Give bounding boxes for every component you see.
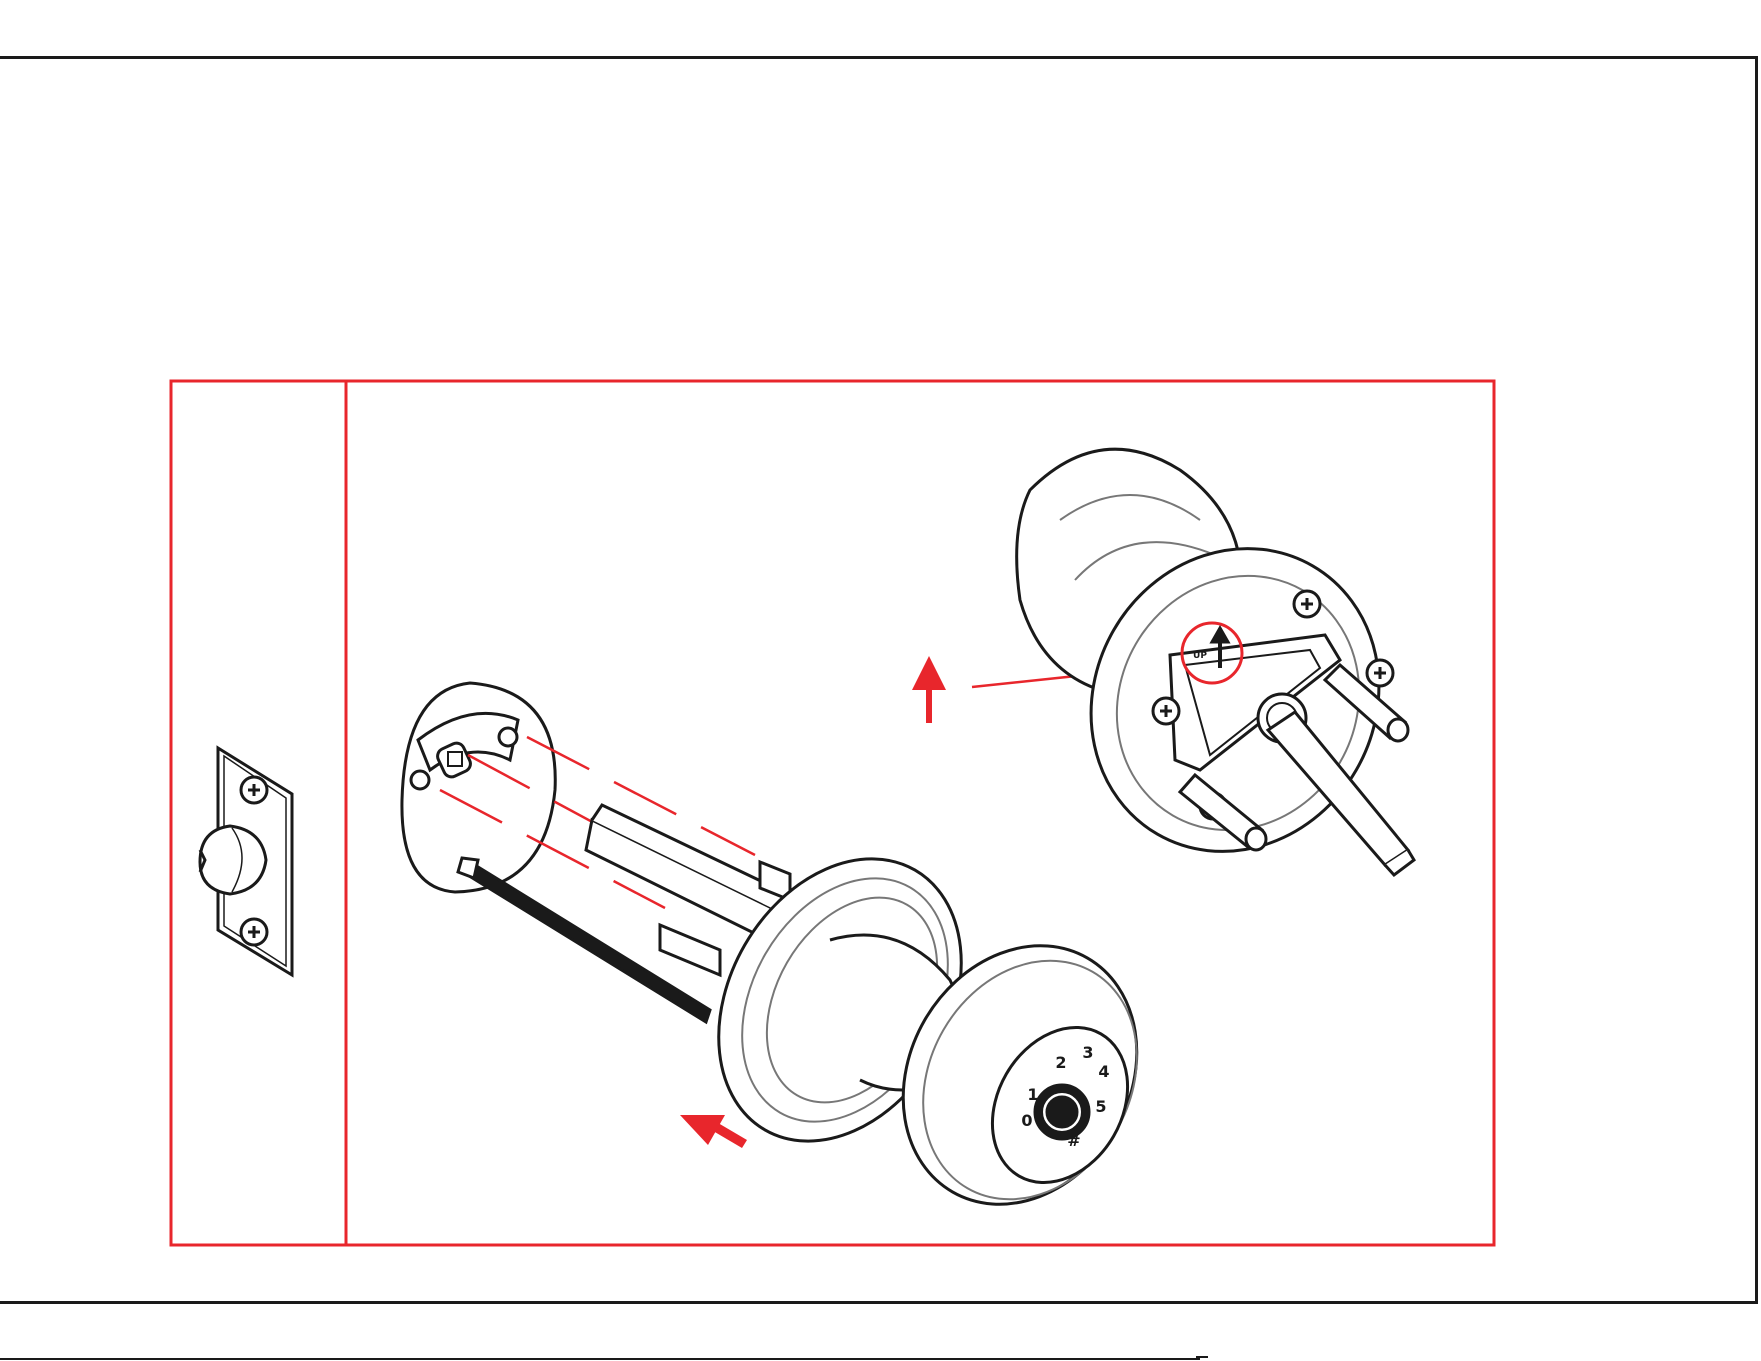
mounting-screw (1153, 698, 1179, 724)
keypad-digit: 5 (1095, 1097, 1106, 1116)
keypad-digit: 3 (1082, 1043, 1093, 1062)
latch-screw-bottom (241, 919, 267, 945)
keypad-digit: 0 (1021, 1111, 1032, 1130)
keypad-digit: 4 (1098, 1062, 1109, 1081)
latch-plate (200, 748, 292, 975)
up-label: UP (1193, 651, 1207, 661)
mount-post-2-end (1246, 828, 1266, 850)
mounting-screw (1367, 660, 1393, 686)
bore-post-hole-2 (411, 771, 429, 789)
interior-assembly (1017, 449, 1434, 904)
keypad-digit: 1 (1027, 1085, 1038, 1104)
spindle-square (448, 752, 462, 766)
keypad-digit: 2 (1055, 1053, 1066, 1072)
mounting-screw (1294, 591, 1320, 617)
red-diagonal-arrow-icon (680, 1115, 747, 1148)
mount-post-1-end (1388, 719, 1408, 741)
post-2 (660, 925, 720, 975)
latch-bolt (200, 826, 266, 894)
bore-post-hole-1 (499, 728, 517, 746)
exterior-knob (458, 805, 1183, 1247)
keypad-mark: * (1043, 1123, 1052, 1142)
red-up-arrow-icon (912, 656, 946, 723)
latch-screw-top (241, 777, 267, 803)
keypad-mark: # (1067, 1131, 1080, 1150)
